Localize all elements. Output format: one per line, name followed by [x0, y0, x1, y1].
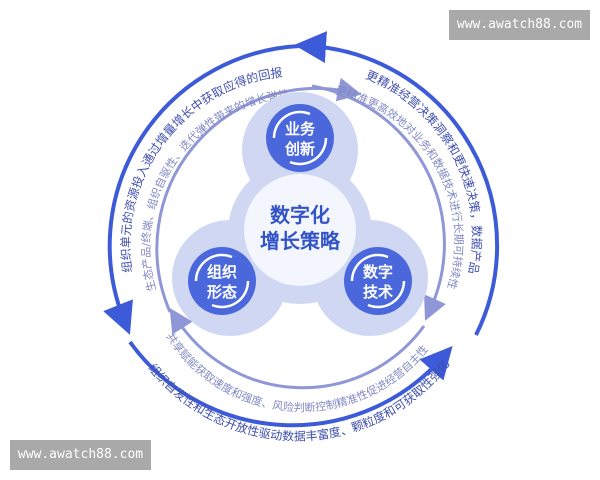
node-label-line2: 形态 [207, 283, 237, 301]
outer-ring [103, 31, 500, 428]
outer-arc-bottom [128, 340, 453, 428]
inner-text-bottom: 共享赋能获取速度和强度、风险判断控制精准性促进经营自主性 [163, 330, 430, 414]
center-title-line1: 数字化 [270, 203, 330, 227]
inner-arc-upper-left [155, 77, 362, 313]
inner-arc-upper-right [311, 84, 446, 321]
outer-arc-upper-left [103, 44, 301, 335]
node-label-line2: 创新 [284, 140, 315, 158]
node-digital-technology: 数字 技术 [344, 247, 412, 315]
outer-arc-upper-right [294, 31, 500, 336]
inner-arc-bottom [169, 307, 426, 390]
node-business-innovation: 业务 创新 [266, 104, 334, 172]
cycle-arrow-icon [272, 110, 311, 139]
inner-ring [155, 77, 446, 390]
cycle-arrow-icon [350, 253, 389, 282]
node-label-line1: 数字 [363, 263, 393, 281]
node-label-line1: 业务 [285, 120, 316, 138]
node-label-line1: 组织 [207, 263, 237, 281]
cycle-arrow-icon [194, 253, 233, 282]
node-label-line2: 技术 [363, 283, 393, 301]
watermark-top-right: www.awatch88.com [449, 10, 590, 40]
node-organization-form: 组织 形态 [188, 247, 256, 315]
center-title-line2: 增长策略 [260, 229, 341, 253]
watermark-bottom-left: www.awatch88.com [10, 440, 151, 470]
